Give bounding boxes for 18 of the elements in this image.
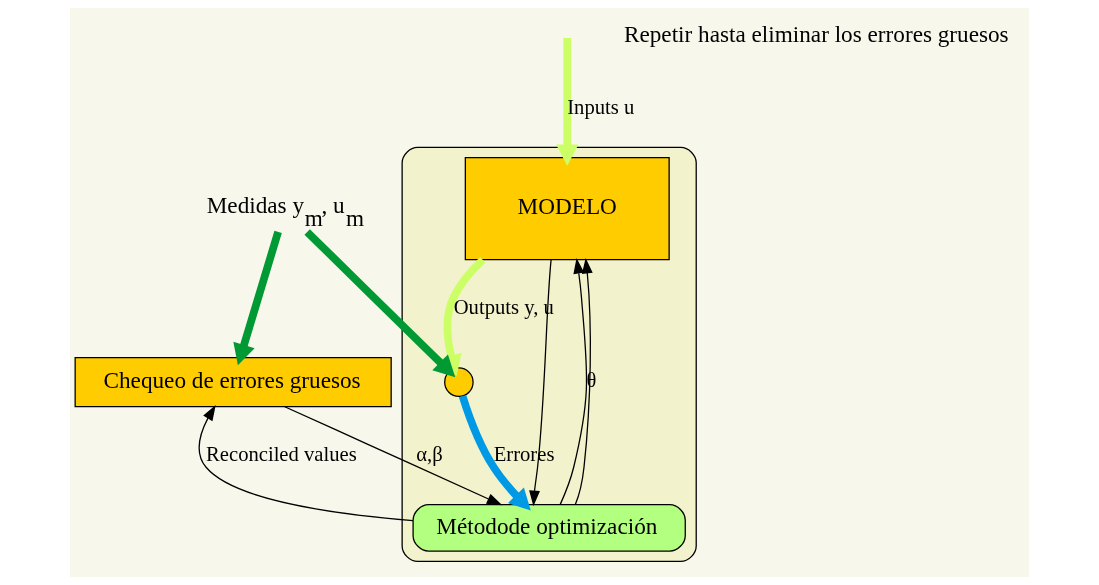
edge-label: Reconciled values	[206, 442, 357, 465]
node-circle	[444, 367, 474, 397]
node-box: Chequeo de errores gruesos	[74, 357, 392, 408]
arrow	[233, 230, 282, 366]
arrow	[529, 259, 552, 507]
node-box: MODELO	[464, 157, 670, 261]
label: Repetir hasta eliminar los errores gruesos	[623, 21, 1009, 48]
edge-label: Inputs u	[567, 95, 635, 118]
edge-label: α,β	[416, 442, 443, 465]
arrow	[440, 257, 486, 377]
arrow	[458, 394, 531, 511]
arrow	[284, 406, 503, 506]
arrow	[304, 229, 456, 378]
arrow	[559, 258, 588, 506]
arrow	[574, 258, 593, 505]
arrow	[556, 37, 579, 166]
node-box: Métodode optimización	[412, 504, 686, 552]
arrow	[198, 405, 414, 522]
